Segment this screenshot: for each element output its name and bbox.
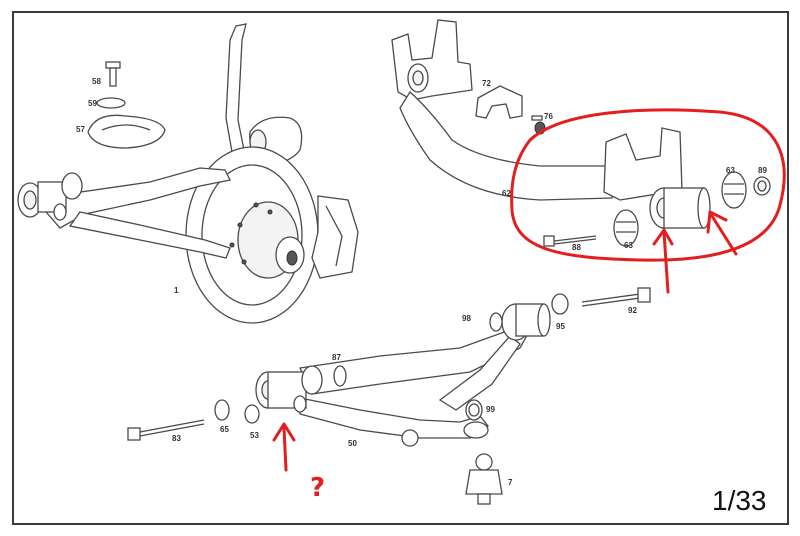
label-95: 95 — [556, 322, 565, 331]
label-58: 58 — [92, 77, 101, 86]
washer-65 — [214, 399, 230, 421]
brake-disc — [185, 146, 319, 324]
label-99: 99 — [486, 405, 495, 414]
red-highlight-circle — [510, 108, 786, 262]
nut-99 — [468, 403, 480, 417]
rear-bushing-assembly — [543, 171, 771, 247]
red-arrow-diagonal — [706, 210, 738, 256]
nut-53 — [244, 404, 260, 424]
label-50: 50 — [348, 439, 357, 448]
label-59: 59 — [88, 99, 97, 108]
bolt-88 — [543, 235, 597, 247]
subframe-62 — [391, 19, 683, 201]
red-arrow-up-bushing — [652, 228, 674, 294]
lower-control-arm-50 — [255, 303, 551, 447]
brake-caliper — [311, 195, 359, 279]
bolt-83 — [127, 419, 205, 441]
label-1: 1 — [174, 286, 179, 295]
upper-control-arm-left — [17, 167, 231, 259]
label-72: 72 — [482, 79, 491, 88]
page-frame — [12, 11, 789, 525]
washer-95 — [551, 293, 569, 315]
steering-knuckle-1 — [225, 23, 303, 164]
label-87: 87 — [332, 353, 341, 362]
label-89: 89 — [758, 166, 767, 175]
label-63-upper: 63 — [726, 166, 735, 175]
label-98: 98 — [462, 314, 471, 323]
label-92: 92 — [628, 306, 637, 315]
label-62: 62 — [502, 189, 511, 198]
label-76: 76 — [544, 112, 553, 121]
label-83: 83 — [172, 434, 181, 443]
label-7: 7 — [508, 478, 513, 487]
page-number: 1/33 — [712, 485, 767, 516]
nut-98 — [489, 312, 503, 332]
label-88: 88 — [572, 243, 581, 252]
bolt-58 — [105, 61, 121, 87]
red-arrow-up-lower-bushing — [272, 422, 296, 472]
label-53: 53 — [250, 431, 259, 440]
bracket-72 — [475, 85, 523, 119]
washer-87 — [333, 365, 347, 387]
spring-seat-57 — [87, 114, 166, 149]
label-65: 65 — [220, 425, 229, 434]
question-mark: ? — [310, 473, 325, 503]
ball-joint-7 — [465, 453, 503, 505]
bolt-92 — [581, 287, 651, 307]
washer-59 — [96, 97, 126, 109]
label-63-lower: 63 — [624, 241, 633, 250]
label-57: 57 — [76, 125, 85, 134]
